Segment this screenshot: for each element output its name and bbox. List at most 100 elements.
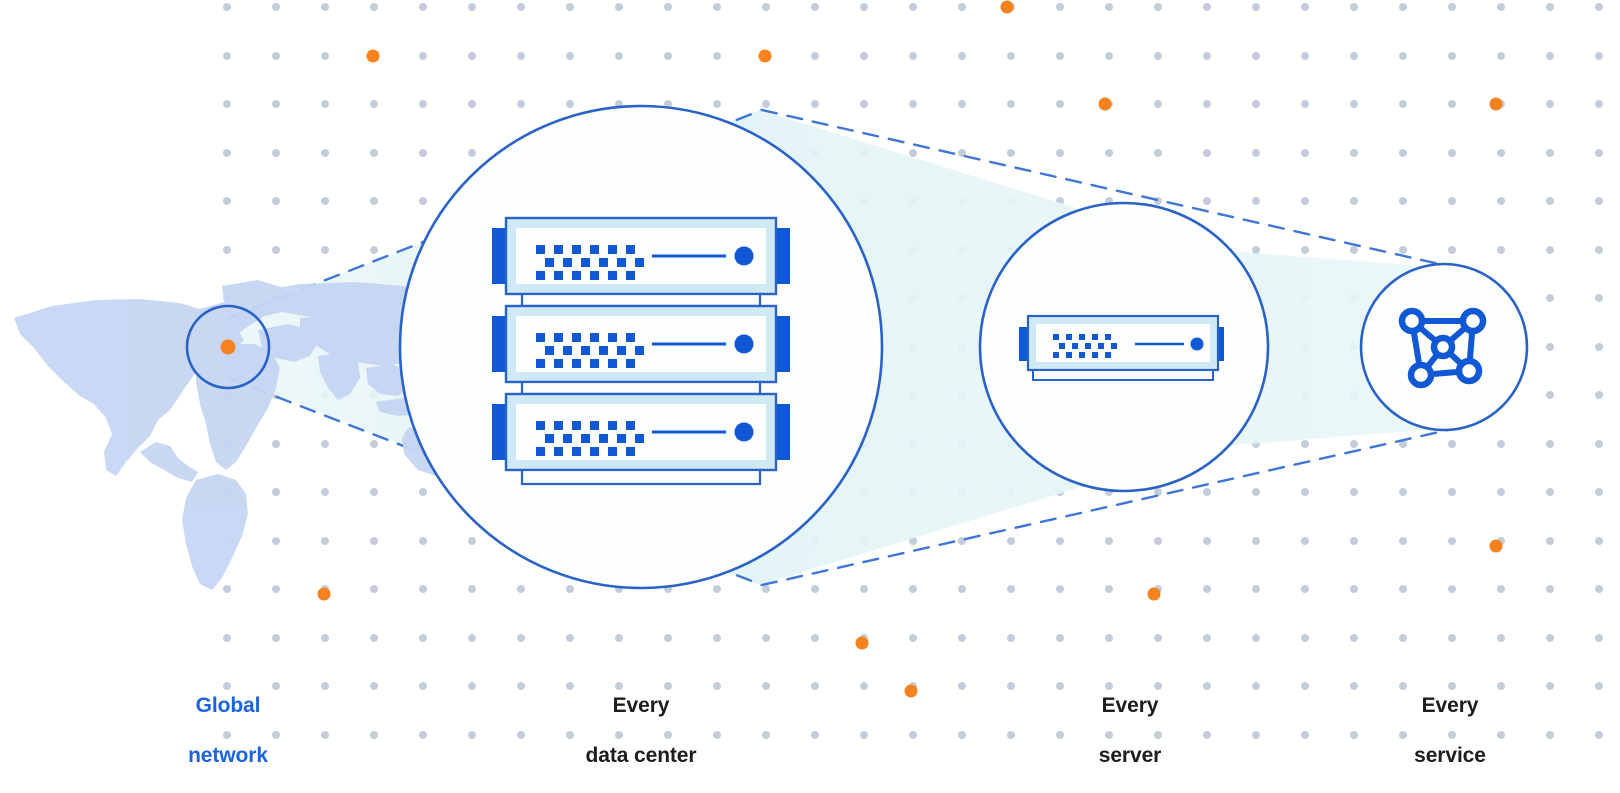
grid-dot <box>1301 731 1309 739</box>
grid-dot <box>1252 682 1260 690</box>
grid-dot-accent <box>855 636 869 650</box>
grid-dot <box>370 149 378 157</box>
grid-dot <box>1350 488 1358 496</box>
grid-dot <box>272 731 280 739</box>
grid-dot <box>713 731 721 739</box>
grid-dot <box>566 100 574 108</box>
grid-dot <box>1399 197 1407 205</box>
grid-dot <box>272 197 280 205</box>
grid-dot <box>762 3 770 11</box>
grid-dot-accent <box>1489 539 1503 553</box>
grid-dot <box>1056 3 1064 11</box>
grid-dot <box>860 3 868 11</box>
grid-dot <box>517 634 525 642</box>
grid-dot <box>1448 197 1456 205</box>
grid-dot <box>958 585 966 593</box>
grid-dot <box>1497 488 1505 496</box>
grid-dot <box>1056 585 1064 593</box>
grid-dot <box>860 585 868 593</box>
grid-dot <box>811 585 819 593</box>
grid-dot <box>1301 440 1309 448</box>
grid-dot <box>958 52 966 60</box>
grid-dot <box>1399 3 1407 11</box>
grid-dot <box>321 3 329 11</box>
grid-dot <box>370 488 378 496</box>
grid-dot <box>1007 634 1015 642</box>
grid-dot <box>223 149 231 157</box>
grid-dot <box>1301 488 1309 496</box>
grid-dot <box>1007 52 1015 60</box>
grid-dot <box>321 537 329 545</box>
grid-dot <box>468 537 476 545</box>
grid-dot <box>1448 585 1456 593</box>
grid-dot <box>419 585 427 593</box>
grid-dot <box>272 52 280 60</box>
grid-dot-accent <box>1000 0 1014 14</box>
grid-dot <box>958 149 966 157</box>
stage-label-global-network: Global network <box>128 668 328 793</box>
grid-dot <box>811 634 819 642</box>
grid-dot <box>1595 391 1603 399</box>
grid-dot <box>1399 634 1407 642</box>
grid-dot <box>1203 682 1211 690</box>
grid-dot <box>664 52 672 60</box>
grid-dot <box>370 246 378 254</box>
grid-dot <box>1595 52 1603 60</box>
grid-dot <box>468 149 476 157</box>
grid-dot <box>566 731 574 739</box>
grid-dot <box>664 731 672 739</box>
server-unit <box>492 392 790 472</box>
grid-dot <box>370 634 378 642</box>
grid-dot <box>419 682 427 690</box>
grid-dot <box>1448 488 1456 496</box>
grid-dot <box>1154 731 1162 739</box>
grid-dot <box>1546 100 1554 108</box>
grid-dot <box>1301 537 1309 545</box>
grid-dot <box>1154 634 1162 642</box>
grid-dot <box>223 634 231 642</box>
grid-dot <box>713 682 721 690</box>
grid-dot <box>860 682 868 690</box>
stage-label-line1: Every <box>1101 694 1159 717</box>
grid-dot <box>1301 149 1309 157</box>
stage-label-every-data-center: Every data center <box>541 668 741 793</box>
grid-dot <box>468 731 476 739</box>
grid-dot <box>1350 537 1358 545</box>
grid-dot <box>1399 537 1407 545</box>
grid-dot <box>762 100 770 108</box>
grid-dot <box>1350 440 1358 448</box>
grid-dot <box>419 537 427 545</box>
grid-dot <box>1350 52 1358 60</box>
grid-dot <box>860 731 868 739</box>
grid-dot <box>321 52 329 60</box>
grid-dot <box>1497 52 1505 60</box>
grid-dot <box>1350 731 1358 739</box>
grid-dot <box>1448 537 1456 545</box>
grid-dot <box>1350 3 1358 11</box>
grid-dot <box>419 3 427 11</box>
grid-dot <box>1546 537 1554 545</box>
grid-dot <box>1399 246 1407 254</box>
grid-dot <box>566 682 574 690</box>
grid-dot <box>1546 585 1554 593</box>
grid-dot-accent <box>317 587 331 601</box>
grid-dot <box>1252 3 1260 11</box>
grid-dot <box>272 634 280 642</box>
grid-dot <box>468 682 476 690</box>
stage-label-line2: network <box>188 744 268 767</box>
stage-label-line1: Every <box>612 694 670 717</box>
grid-dot <box>1301 52 1309 60</box>
grid-dot <box>713 52 721 60</box>
grid-dot <box>1105 682 1113 690</box>
grid-dot <box>958 731 966 739</box>
grid-dot-accent <box>758 49 772 63</box>
grid-dot <box>321 197 329 205</box>
grid-dot <box>1595 343 1603 351</box>
grid-dot <box>1448 100 1456 108</box>
grid-dot <box>1595 585 1603 593</box>
map-highlight-circle <box>185 304 271 390</box>
grid-dot <box>517 3 525 11</box>
grid-dot <box>1252 246 1260 254</box>
